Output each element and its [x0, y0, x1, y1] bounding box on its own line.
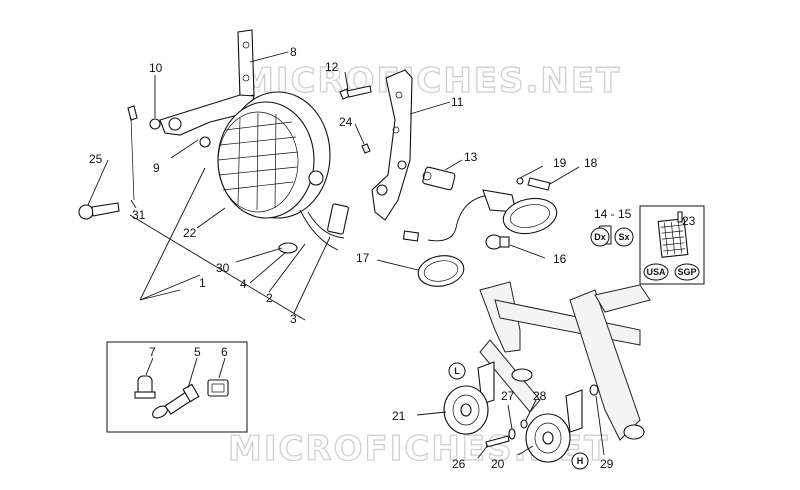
svg-text:USA: USA: [646, 267, 666, 277]
callout-10: 10: [149, 61, 163, 75]
callout-16: 16: [553, 252, 567, 266]
callout-4: 4: [240, 277, 247, 291]
bolt-25: [78, 202, 120, 220]
callout-22: 22: [183, 226, 197, 240]
horn-low: [443, 361, 495, 435]
callout-17: 17: [356, 251, 370, 265]
callout-30: 30: [216, 261, 230, 275]
flasher-unit: [422, 166, 456, 191]
bulbs-box: [106, 341, 248, 433]
callout-6: 6: [221, 345, 228, 359]
callout-24: 24: [339, 115, 353, 129]
svg-text:L: L: [454, 366, 460, 376]
callout-labels: 8 10 12 11 24 9 25 13 19 18 14 - 15 23 3…: [89, 45, 696, 471]
callout-2: 2: [266, 291, 273, 305]
leader-lines: [87, 51, 605, 459]
badge-sgp: SGP: [674, 263, 700, 281]
callout-13: 13: [464, 150, 478, 164]
turn-signal-bulb: [485, 234, 510, 250]
callout-9: 9: [153, 161, 160, 175]
bulb-5: [152, 383, 200, 419]
badge-usa: USA: [643, 263, 669, 281]
turn-signal-lens: [417, 255, 465, 287]
callout-28: 28: [533, 389, 547, 403]
headlight: [199, 91, 331, 219]
badge-l: L: [448, 362, 466, 380]
svg-text:Sx: Sx: [618, 232, 629, 242]
callout-3: 3: [290, 312, 297, 326]
callout-29: 29: [600, 457, 614, 471]
callout-31: 31: [132, 208, 146, 222]
badge-h: H: [571, 452, 589, 470]
svg-text:SGP: SGP: [677, 267, 696, 277]
frame: [479, 281, 651, 441]
badge-sx: Sx: [614, 227, 634, 247]
callout-26: 26: [452, 457, 466, 471]
bolt-24: [361, 143, 371, 154]
badge-dx: Dx: [590, 225, 612, 247]
callout-20: 20: [491, 457, 505, 471]
screw-10: [127, 105, 161, 201]
grommet: [278, 242, 298, 254]
callout-14-15: 14 - 15: [594, 207, 632, 221]
callout-21: 21: [392, 409, 406, 423]
turn-signal: [402, 189, 558, 242]
svg-text:Dx: Dx: [594, 232, 606, 242]
callout-1: 1: [199, 276, 206, 290]
bolt-12: [339, 85, 372, 100]
headlight-connector: [299, 203, 349, 251]
callout-12: 12: [325, 60, 339, 74]
callout-18: 18: [584, 156, 598, 170]
assembly-lines: [129, 167, 306, 321]
callout-5: 5: [194, 345, 201, 359]
callout-8: 8: [290, 45, 297, 59]
bolt-18: [516, 177, 551, 191]
callout-25: 25: [89, 152, 103, 166]
horn-high: [525, 389, 583, 463]
callout-23: 23: [682, 214, 696, 228]
callout-19: 19: [553, 156, 567, 170]
support-bracket: [371, 69, 413, 221]
watermark-top: MICROFICHES.NET: [240, 61, 621, 101]
bulb-7: [134, 375, 156, 399]
headlight-bracket: [159, 29, 255, 136]
horn-fasteners: [485, 384, 599, 448]
callout-11: 11: [451, 95, 464, 109]
connector-6: [207, 379, 229, 397]
callout-27: 27: [501, 389, 515, 403]
callout-7: 7: [149, 345, 156, 359]
svg-text:H: H: [577, 456, 584, 466]
